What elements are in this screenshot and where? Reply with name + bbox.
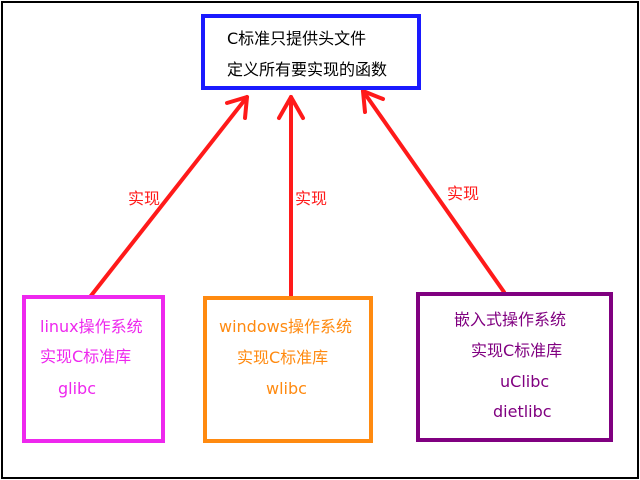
standard-line-2: 定义所有要实现的函数 — [227, 60, 388, 79]
standard-line-1: C标准只提供头文件 — [227, 29, 367, 48]
arrow-linux-to-standard — [88, 95, 249, 299]
windows-lib-label: wlibc — [266, 379, 307, 398]
arrow-label-linux: 实现 — [128, 189, 161, 208]
embedded-lib-label-1: uClibc — [500, 372, 550, 391]
embedded-os-label: 嵌入式操作系统 — [454, 310, 567, 329]
arrow-label-windows: 实现 — [295, 189, 328, 208]
arrow-embedded-to-standard — [361, 89, 506, 294]
linux-impl-label: 实现C标准库 — [40, 347, 132, 366]
linux-lib-label: glibc — [58, 379, 96, 398]
windows-implementation-box: windows操作系统 实现C标准库 wlibc — [203, 296, 373, 443]
arrow-windows-to-standard — [277, 95, 305, 298]
windows-os-label: windows操作系统 — [219, 317, 353, 336]
c-standard-box: C标准只提供头文件 定义所有要实现的函数 — [201, 14, 421, 90]
embedded-impl-label: 实现C标准库 — [471, 341, 563, 360]
arrow-label-embedded: 实现 — [447, 184, 480, 203]
linux-os-label: linux操作系统 — [40, 317, 143, 336]
windows-impl-label: 实现C标准库 — [237, 348, 329, 367]
embedded-implementation-box: 嵌入式操作系统 实现C标准库 uClibc dietlibc — [416, 292, 613, 442]
embedded-lib-label-2: dietlibc — [493, 402, 552, 421]
linux-implementation-box: linux操作系统 实现C标准库 glibc — [22, 295, 165, 443]
